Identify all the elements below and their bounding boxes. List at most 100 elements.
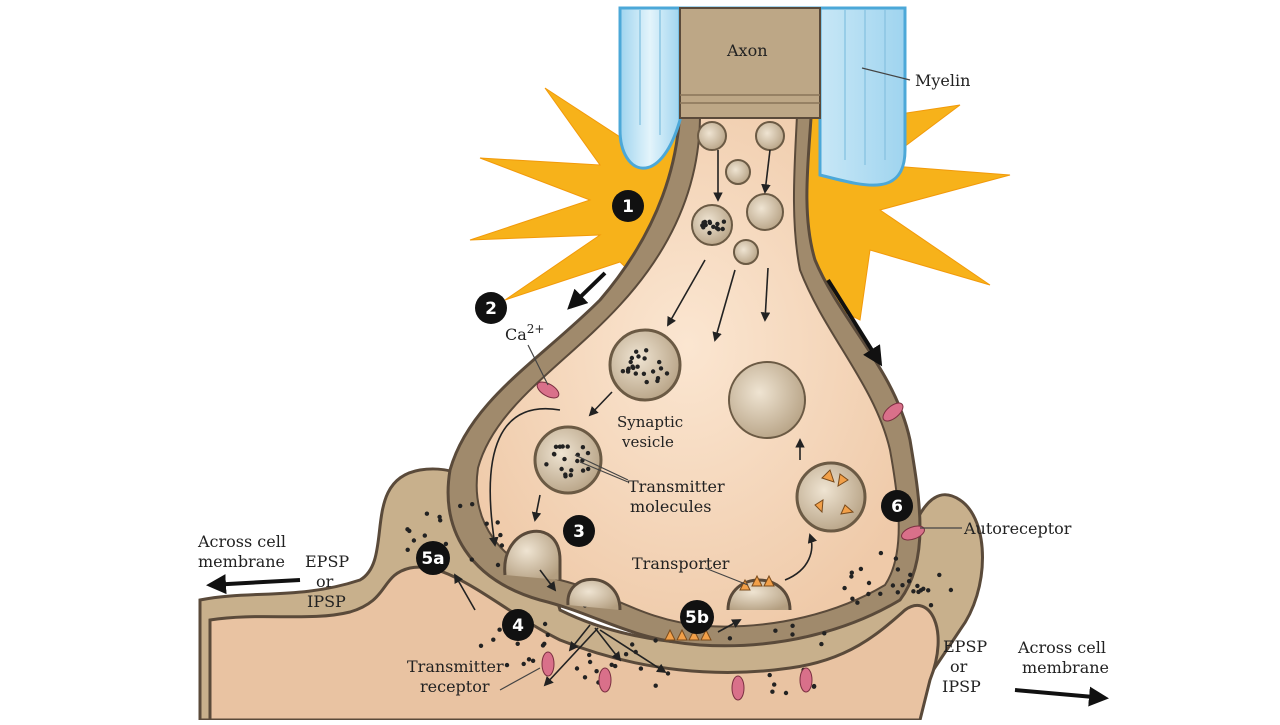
transmitter-dot [542,621,548,627]
transmitter-dot [664,371,670,376]
transmitter-dot [469,557,474,562]
transporter-label: Transporter [632,554,730,573]
transmitter-dot [701,220,706,225]
transporters [664,469,855,641]
autoreceptor-shape [901,525,925,541]
labels: Axon Myelin Ca2+ Synaptic vesicle Transm… [197,41,1109,696]
transmitter-dot [630,364,635,369]
transmitter-dot [890,583,896,588]
transmitter-dot [609,662,614,667]
transmitter-dot [638,666,644,671]
left-across-label-2: membrane [198,552,285,571]
transmitter-dot [657,359,662,365]
transmitter-dot [650,369,656,374]
postsynaptic-membrane [198,467,984,722]
transmitter-dot [635,364,640,369]
transmitter-dot [498,532,503,538]
transmitter-dot [937,572,942,578]
transmitter-dot [575,458,580,464]
vesicle [755,121,785,151]
step-3-badge: 3 [563,515,595,547]
transmitter-dot [630,642,635,647]
transmitter-dot [655,376,661,381]
synaptic-vesicle-label-1: Synaptic [617,413,683,431]
big-arrows [206,271,1109,707]
svg-text:4: 4 [512,616,524,636]
svg-text:1: 1 [622,197,634,217]
transmitter-dot [767,672,772,678]
transmitter-dot [458,503,463,509]
transmitter-dot [405,547,410,552]
transmitter-dot [526,657,532,662]
calcium-label: Ca2+ [505,322,544,344]
transmitter-dot [715,221,720,227]
transmitter-dot [559,466,564,472]
right-or-label: or [950,657,968,676]
left-ipsp-label: IPSP [307,592,346,611]
transmitter-dot [530,658,536,663]
transmitter-dot [665,671,671,676]
transmitter-dot [772,682,777,687]
calcium-channel-right [882,402,904,422]
transmitter-dot [850,596,855,601]
transmitter-dot [893,556,899,561]
transmitter-dot [569,468,574,473]
axon-shaft [679,7,821,119]
transmitter-receptor-label-2: receptor [420,677,490,696]
vesicle-filled [608,328,682,402]
vesicle [725,159,751,185]
transmitter-dot [438,518,443,523]
right-epsp-label: EPSP [943,637,987,656]
transmitter-dot [582,675,588,680]
transmitter-dot [623,652,629,657]
transmitter-receptor-label-1: Transmitter [407,657,504,676]
transmitter-dot [551,451,557,457]
svg-text:3: 3 [573,522,585,542]
transmitter-receptor-shape [541,651,555,677]
transmitter-dot [620,369,626,374]
transmitter-dot [497,627,502,632]
transmitter-dot [422,533,427,538]
transmitter-dot [499,543,505,548]
transmitter-dot [849,574,854,579]
transmitter-receptor-shape [799,667,813,693]
transmitter-dot [707,230,712,236]
svg-text:2: 2 [485,299,497,319]
transmitter-dot [900,583,905,588]
transmitter-dot [716,227,721,232]
vesicle [733,239,759,265]
vesicle [746,193,784,231]
transmitter-dot [849,570,854,575]
transmitter-dot [405,527,410,532]
transmitter-dot [574,666,580,671]
calcium-channel [536,381,560,399]
transmitter-dot [911,589,916,594]
transmitter-dot [858,566,864,572]
vesicle [697,121,727,151]
transmitter-dot [908,572,913,577]
transmitter-dot [866,580,872,586]
transmitter-dot [707,219,712,224]
transmitter-dot [926,588,931,593]
transmitter-dot [613,663,618,669]
transmitter-dot [437,514,442,520]
transmitter-dot [484,521,489,526]
transmitter-dot [411,538,417,543]
step-5a-badge: 5a [416,541,450,575]
autoreceptor-label: Autoreceptor [963,519,1072,538]
transmitter-dot [711,224,716,229]
transmitter-dot [915,583,920,589]
left-epsp-label: EPSP [305,552,349,571]
transmitter-dot [895,567,901,572]
synaptic-vesicle-label-2: vesicle [621,433,674,451]
transmitter-molecules-label-2: molecules [630,497,711,516]
transmitter-dot [491,637,496,642]
left-across-label-1: Across cell [197,532,286,551]
transmitter-dot [545,632,550,638]
transmitter-dot [628,359,633,365]
transmitter-dot [585,450,591,456]
transmitter-dot [568,473,573,478]
transmitter-dot [770,689,775,694]
step-5b-badge: 5b [680,600,714,634]
